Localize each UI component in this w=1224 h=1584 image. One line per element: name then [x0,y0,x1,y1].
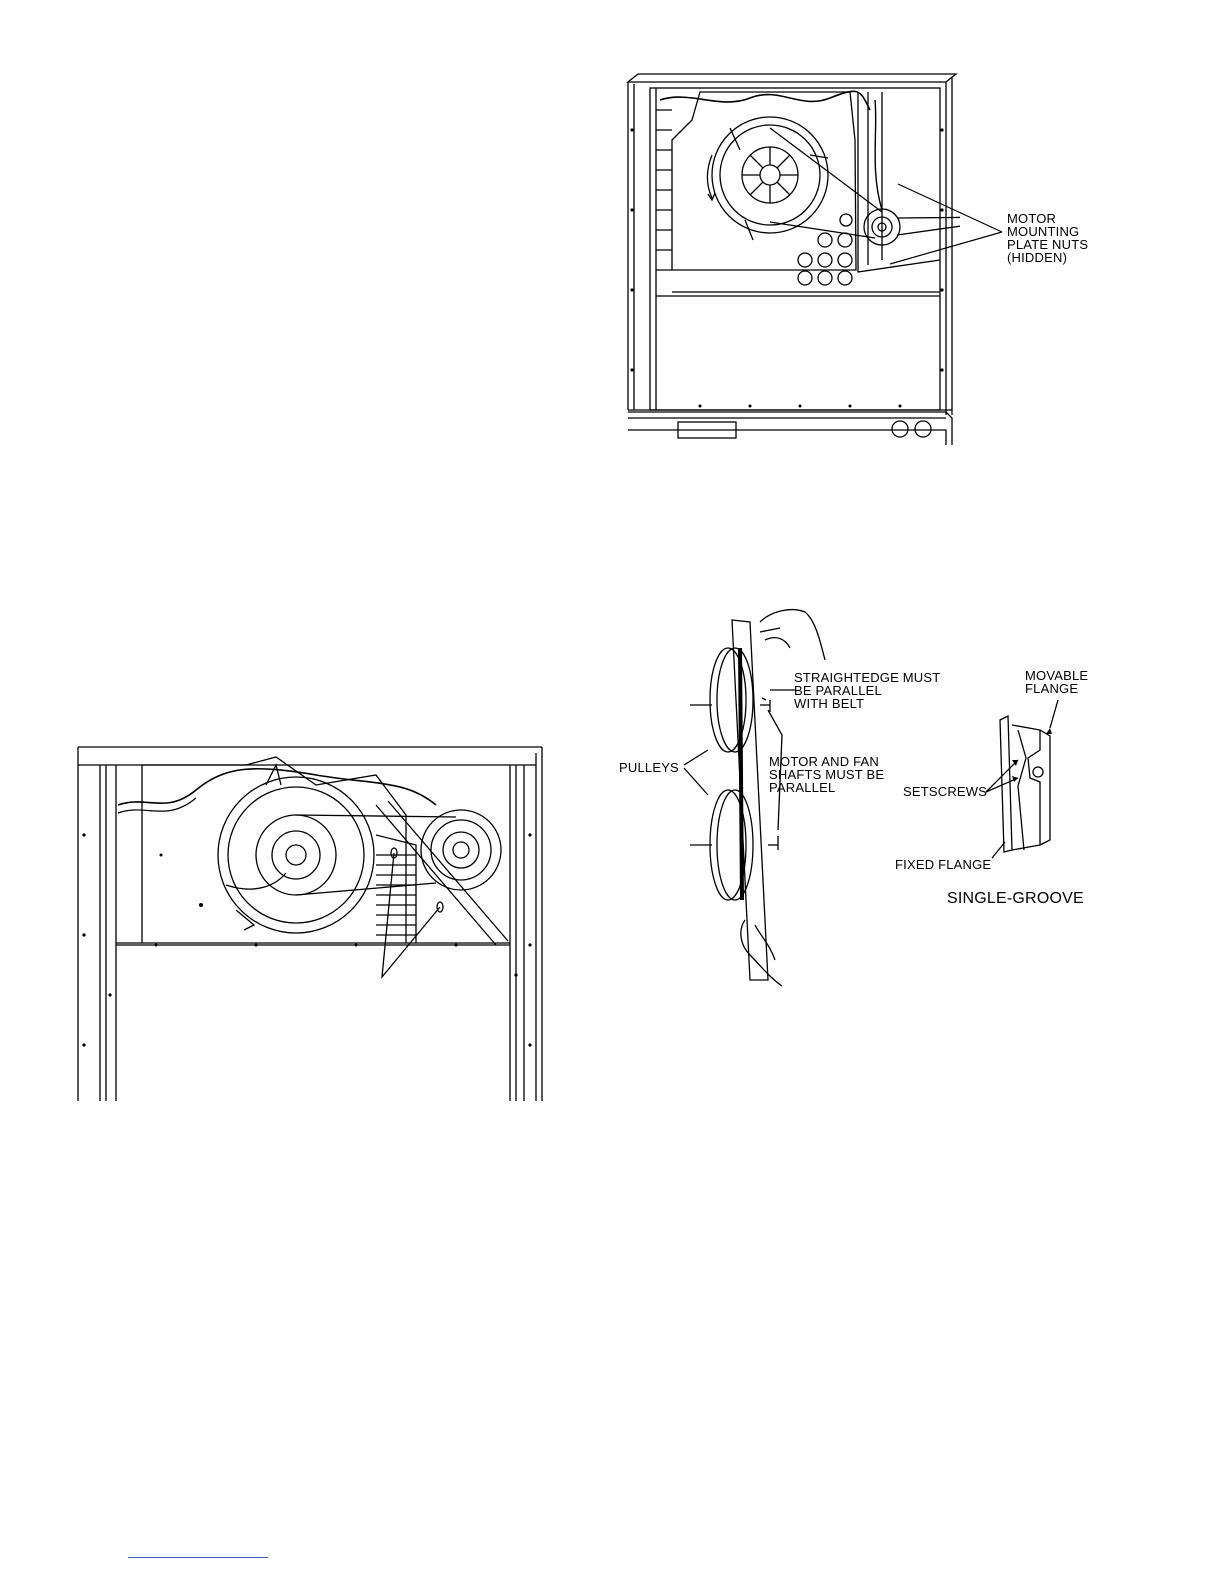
pulley-alignment-figure [620,600,1120,1000]
pulley-alignment-drawing [620,600,1120,1000]
fixed-flange-label: FIXED FLANGE [895,858,991,871]
shafts-label: MOTOR AND FAN SHAFTS MUST BE PARALLEL [769,755,884,794]
motor-nuts-leader [850,180,1010,270]
belt-drive-unit-drawing [76,745,546,1105]
single-groove-label: SINGLE-GROOVE [947,891,1084,907]
footer-rule [128,1557,268,1558]
movable-flange-label: MOVABLE FLANGE [1025,669,1088,695]
straightedge-label: STRAIGHTEDGE MUST BE PARALLEL WITH BELT [794,671,940,710]
setscrews-label: SETSCREWS [903,785,987,798]
motor-nuts-label: MOTOR MOUNTING PLATE NUTS (HIDDEN) [1007,212,1088,264]
pulleys-label: PULLEYS [619,761,679,774]
belt-drive-unit-figure [76,745,546,1105]
